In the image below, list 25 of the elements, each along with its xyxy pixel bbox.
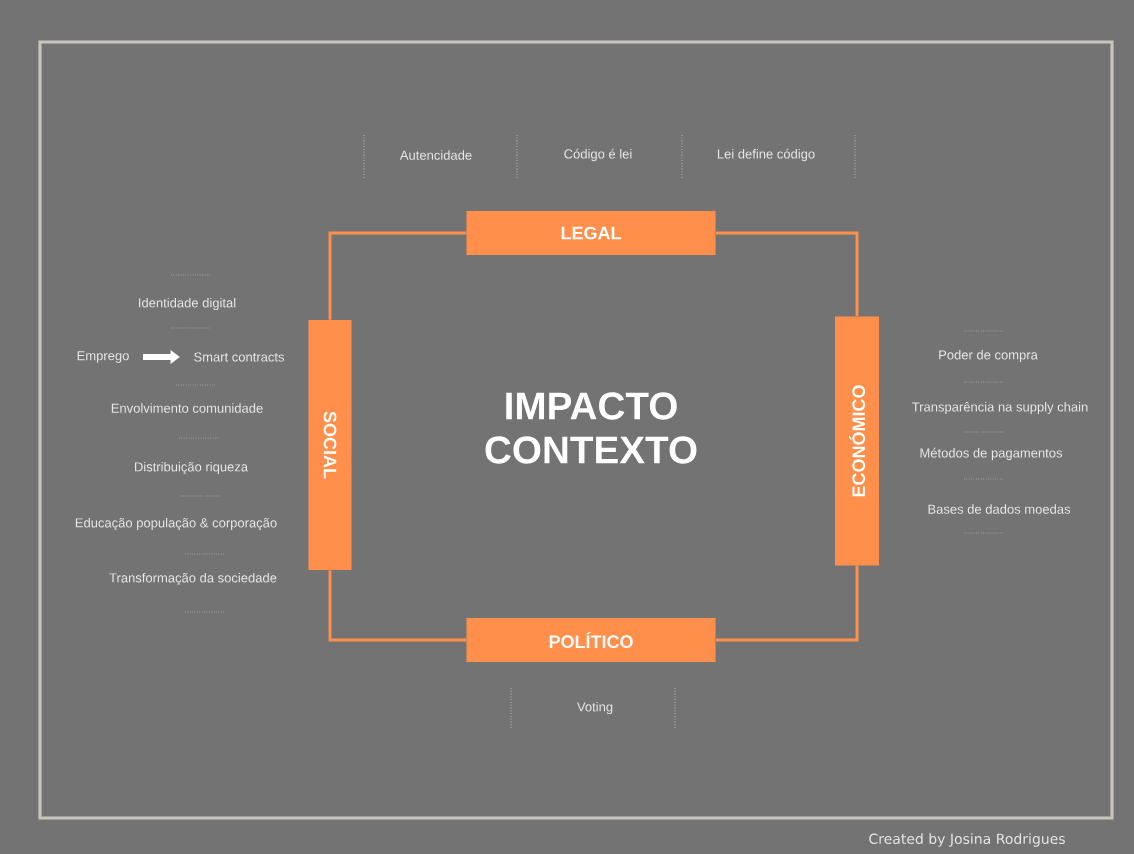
item-text: Bases de dados moedas bbox=[928, 504, 1071, 514]
item-text: Voting bbox=[577, 701, 613, 715]
category-box: ECONÓMICO bbox=[835, 316, 879, 566]
item-text: Transparência na supply chain bbox=[912, 401, 1088, 415]
item-text: Smart contracts bbox=[194, 352, 285, 362]
item-text: Identidade digital bbox=[139, 297, 236, 311]
item-text: Educação população & corporação bbox=[75, 517, 277, 531]
item-text: Distribuição riqueza bbox=[135, 461, 249, 475]
category-box: LEGAL bbox=[466, 211, 716, 255]
item-text: Autencidade bbox=[399, 150, 472, 160]
category-box: POLÍTICO bbox=[466, 618, 716, 662]
item-text: Emprego bbox=[77, 351, 129, 363]
item-text: Métodos de pagamentos bbox=[920, 447, 1063, 461]
connector-line bbox=[715, 231, 859, 317]
item-text: Lei define código bbox=[717, 148, 815, 162]
connector-line bbox=[328, 231, 467, 320]
item-text: Envolvimento comunidade bbox=[111, 403, 263, 413]
item-text: Código é lei bbox=[564, 148, 632, 162]
connector-line bbox=[328, 570, 467, 642]
item-text: Poder de compra bbox=[939, 349, 1038, 363]
credit-text: Created by Josina Rodrigues bbox=[869, 833, 1065, 847]
category-box: SOCIAL bbox=[308, 320, 352, 570]
title-text: IMPACTO CONTEXTO bbox=[485, 392, 697, 464]
item-text: Transformação da sociedade bbox=[109, 572, 277, 586]
connector-line bbox=[715, 565, 859, 642]
